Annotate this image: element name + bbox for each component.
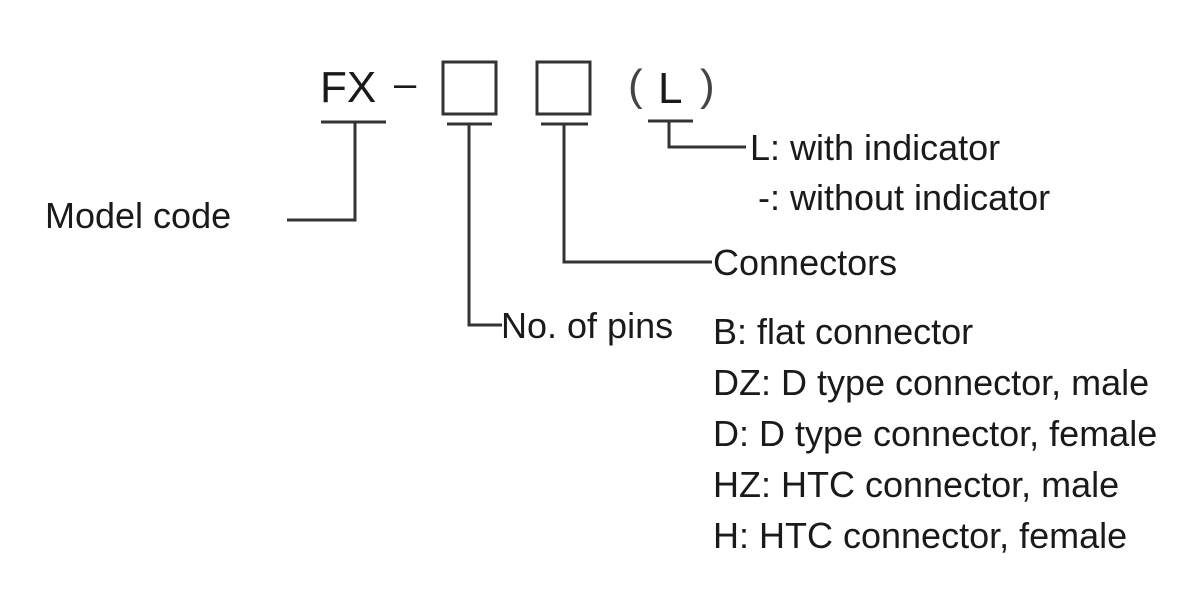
no-of-pins-label: No. of pins [501, 305, 674, 346]
paren-close: ) [700, 61, 715, 110]
model-code-leader [287, 122, 357, 222]
indicator-leader [667, 121, 746, 149]
indicator-without-label: -: without indicator [758, 177, 1051, 218]
connector-option: HZ: HTC connector, male [713, 464, 1120, 505]
pins-leader [467, 124, 502, 327]
connectors-label: Connectors [713, 242, 898, 283]
connector-placeholder-box [535, 60, 592, 116]
connector-option: B: flat connector [713, 311, 974, 352]
connectors-leader [562, 124, 712, 264]
indicator-letter: L [658, 64, 683, 113]
paren-open: ( [628, 61, 643, 110]
connector-option: H: HTC connector, female [713, 515, 1128, 556]
pins-placeholder-box [441, 60, 498, 116]
connector-option: DZ: D type connector, male [713, 362, 1150, 403]
connector-option: D: D type connector, female [713, 413, 1158, 454]
model-prefix: FX [320, 63, 377, 112]
indicator-with-label: L: with indicator [750, 127, 1001, 168]
model-code-label: Model code [45, 195, 232, 236]
separator-dash: – [394, 62, 417, 106]
